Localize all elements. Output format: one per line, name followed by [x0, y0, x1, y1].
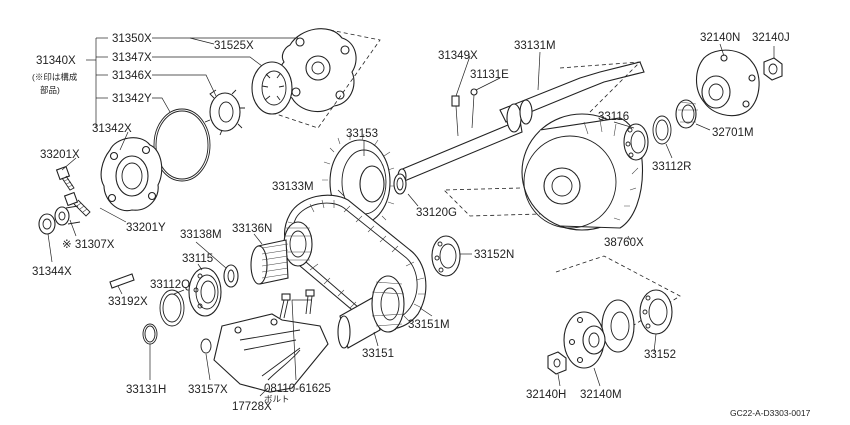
label-31342y: 31342Y [112, 93, 152, 105]
label-33201y: 33201Y [126, 222, 166, 234]
label-31340x-note2: 部品) [40, 85, 60, 95]
label-32140j: 32140J [752, 32, 790, 44]
diagram-code: GC22-A-D3303-0017 [730, 408, 811, 418]
seal-31307x[interactable] [54, 205, 81, 226]
label-33115: 33115 [182, 253, 213, 265]
bolt-08110-61625[interactable] [279, 289, 315, 319]
label-33153: 33153 [346, 128, 378, 140]
label-33138m: 33138M [180, 229, 222, 241]
label-31344x: 31344X [32, 266, 72, 278]
gear-33136n[interactable] [283, 221, 313, 267]
snap-ring-33112r[interactable] [652, 115, 672, 145]
snap-ring-33120g[interactable] [393, 173, 407, 195]
bearing-33116[interactable] [623, 123, 649, 161]
label-33151: 33151 [362, 348, 394, 360]
label-33151m: 33151M [408, 319, 450, 331]
bracket-31340x [86, 37, 108, 128]
label-31346x: 31346X [112, 70, 152, 82]
label-33192x: 33192X [108, 296, 148, 308]
label-38760x: 38760X [604, 237, 644, 249]
label-33131h: 33131H [126, 384, 166, 396]
nut-32140h[interactable] [547, 351, 567, 375]
pump-gear-31346x[interactable] [204, 89, 245, 136]
leader-lines [47, 37, 775, 397]
label-33201x: 33201X [40, 149, 80, 161]
label-32701m: 32701M [712, 127, 754, 139]
bearing-33152[interactable] [639, 289, 673, 335]
part-labels: 31350X 31525X 31340X (※印は構成 部品) 31347X 3… [32, 32, 811, 418]
pin-31349x[interactable] [451, 95, 460, 107]
label-33133m: 33133M [272, 181, 314, 193]
label-31525x: 31525X [214, 40, 254, 52]
pin-33192x[interactable] [109, 273, 135, 289]
flange-32140m[interactable] [563, 311, 606, 369]
label-31342x: 31342X [92, 123, 132, 135]
label-31350x: 31350X [112, 33, 152, 45]
needle-bearing[interactable] [250, 239, 289, 285]
label-08110-61625: 08110-61625 [264, 383, 331, 395]
label-33157x: 33157X [188, 384, 228, 396]
label-31340x-note: (※印は構成 [32, 72, 78, 82]
label-33131m: 33131M [514, 40, 556, 52]
screw-33201y[interactable] [63, 191, 91, 217]
label-32140h: 32140H [526, 389, 566, 401]
nut-32140j[interactable] [763, 57, 783, 81]
washer-33138m[interactable] [223, 264, 239, 288]
label-33136n: 33136N [232, 223, 272, 235]
ring-33157x[interactable] [200, 338, 212, 354]
label-33120g: 33120G [416, 207, 457, 219]
bearing-33152n[interactable] [431, 235, 461, 277]
flange-32140n[interactable] [695, 49, 760, 117]
label-33152n: 33152N [474, 249, 514, 261]
seal-disk [601, 299, 635, 353]
shaft-33131m[interactable] [397, 61, 645, 184]
pump-ring-31347x[interactable] [251, 61, 293, 115]
label-33112r: 33112R [652, 161, 691, 173]
snap-ring-33112q[interactable] [159, 289, 185, 327]
label-31131e: 31131E [470, 69, 509, 81]
seal-31344x[interactable] [38, 213, 56, 235]
bracket-17728x[interactable] [213, 313, 329, 393]
label-17728x: 17728X [232, 401, 272, 413]
screw-33201x[interactable] [55, 165, 75, 191]
label-31307x: ※ 31307X [62, 239, 115, 251]
o-ring-31342y[interactable] [153, 108, 211, 182]
label-08110-sub: ボルト [264, 394, 290, 404]
seal-32701m[interactable] [675, 99, 698, 129]
label-33116: 33116 [598, 111, 629, 123]
pump-housing-31350x[interactable] [278, 28, 357, 113]
output-gear-33151[interactable] [337, 275, 405, 349]
label-32140n: 32140N [700, 32, 740, 44]
label-33152: 33152 [644, 349, 676, 361]
label-31349x: 31349X [438, 50, 478, 62]
bearing-33115[interactable] [188, 267, 222, 317]
ring-33131h[interactable] [142, 323, 158, 345]
label-32140m: 32140M [580, 389, 622, 401]
label-31347x: 31347X [112, 52, 152, 64]
clutch-drum-38760x[interactable] [521, 113, 643, 231]
label-31340x: 31340X [36, 55, 76, 67]
label-33112q: 33112Q [150, 279, 190, 291]
pump-cover-31342x[interactable] [100, 137, 163, 212]
